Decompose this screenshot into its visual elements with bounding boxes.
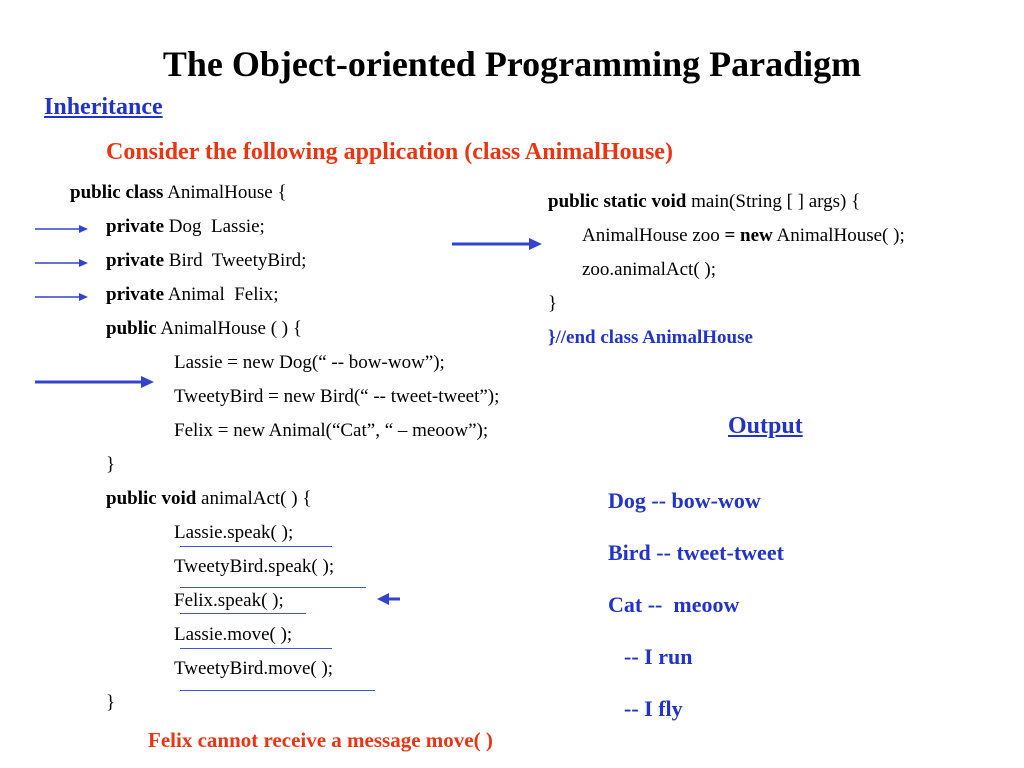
keyword: public class (70, 182, 164, 203)
underline-tweety-speak (180, 587, 366, 588)
keyword: public (106, 318, 157, 339)
code-text: Animal Felix; (164, 284, 279, 305)
code-line-constructor: public AnimalHouse ( ) { (106, 317, 302, 341)
code-line-class-decl: public class AnimalHouse { (70, 181, 287, 205)
underline-felix-speak (180, 613, 306, 614)
code-line-main: public static void main(String [ ] args)… (548, 190, 860, 214)
output-line-bird: Bird -- tweet-tweet (608, 540, 784, 565)
code-line-new-zoo: AnimalHouse zoo = new AnimalHouse( ); (582, 224, 905, 248)
code-line-animal-act: public void animalAct( ) { (106, 487, 311, 511)
code-line-tweety-move: TweetyBird.move( ); (174, 658, 334, 679)
arrow-field-dog (35, 225, 88, 233)
code-text: main(String [ ] args) { (686, 191, 861, 212)
code-text: Dog Lassie; (164, 216, 265, 237)
output-line-dog: Dog -- bow-wow (608, 488, 761, 513)
footnote: Felix cannot receive a message move( ) (148, 728, 493, 752)
arrow-main (452, 238, 542, 250)
keyword: public static void (548, 191, 687, 212)
underline-lassie-speak (180, 546, 332, 547)
code-line-zoo-act: zoo.animalAct( ); (582, 259, 717, 280)
code-line-end-class: }//end class AnimalHouse (548, 327, 753, 348)
code-line-field-animal: private Animal Felix; (106, 283, 279, 307)
code-line-lassie-move: Lassie.move( ); (174, 624, 293, 645)
keyword: = new (724, 225, 773, 246)
code-text: AnimalHouse( ); (772, 225, 905, 246)
code-line-close-constructor: } (106, 454, 116, 475)
output-heading: Output (728, 413, 803, 439)
arrow-constructor (35, 376, 154, 388)
underline-lassie-move (180, 648, 332, 649)
output-line-cat: Cat -- meoow (608, 592, 740, 617)
code-line-field-dog: private Dog Lassie; (106, 215, 265, 239)
code-line-new-bird: TweetyBird = new Bird(“ -- tweet-tweet”)… (174, 386, 500, 407)
code-line-tweety-speak: TweetyBird.speak( ); (174, 556, 335, 577)
code-line-new-dog: Lassie = new Dog(“ -- bow-wow”); (174, 352, 445, 373)
code-text: animalAct( ) { (196, 488, 312, 509)
code-line-field-bird: private Bird TweetyBird; (106, 249, 306, 273)
keyword: private (106, 216, 165, 237)
output-line-fly: -- I fly (624, 696, 683, 721)
keyword: private (106, 284, 165, 305)
code-text: AnimalHouse zoo (582, 225, 725, 246)
section-heading: Inheritance (44, 94, 163, 120)
code-line-close-main: } (548, 293, 558, 314)
arrow-felix-speak (377, 593, 400, 605)
code-line-lassie-speak: Lassie.speak( ); (174, 522, 294, 543)
output-line-run: -- I run (624, 644, 693, 669)
code-text: AnimalHouse { (163, 182, 287, 203)
code-line-new-animal: Felix = new Animal(“Cat”, “ – meoow”); (174, 420, 489, 441)
code-line-felix-speak: Felix.speak( ); (174, 590, 284, 611)
code-text: AnimalHouse ( ) { (156, 318, 302, 339)
code-line-close-animal-act: } (106, 692, 116, 713)
underline-tweety-move (180, 690, 375, 691)
keyword: private (106, 250, 165, 271)
slide-title: The Object-oriented Programming Paradigm (162, 44, 862, 84)
slide-subtitle: Consider the following application (clas… (106, 139, 673, 165)
code-text: Bird TweetyBird; (164, 250, 307, 271)
arrow-field-bird (35, 259, 88, 267)
arrow-field-animal (35, 293, 88, 301)
keyword: public void (106, 488, 197, 509)
